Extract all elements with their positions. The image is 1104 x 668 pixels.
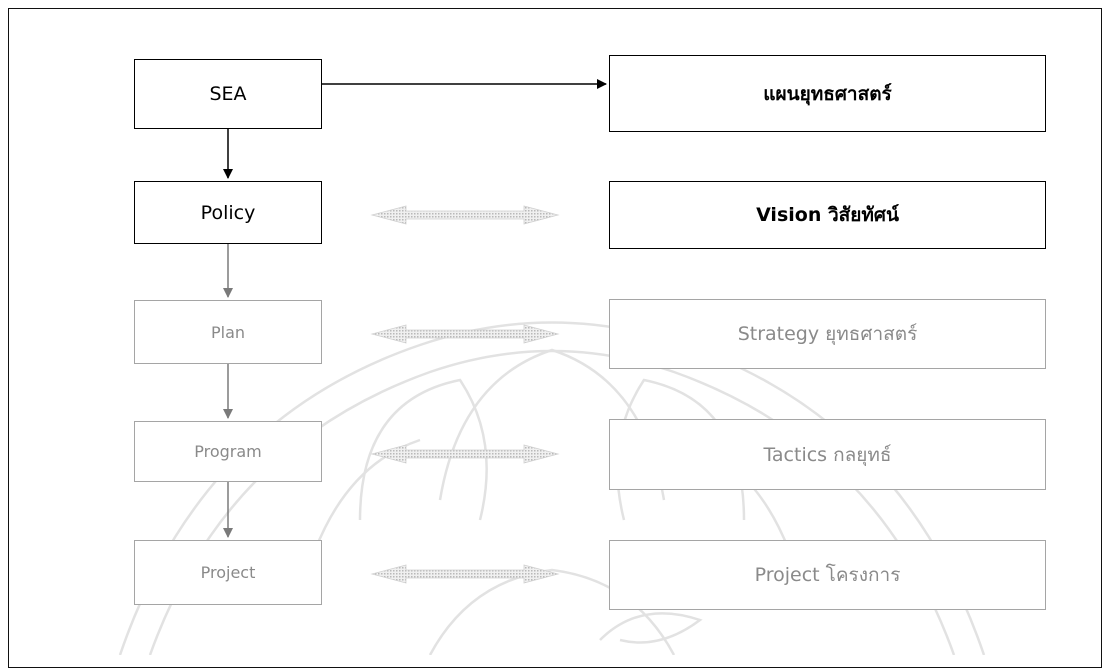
node-sea: SEA: [134, 59, 322, 129]
node-vision: Vision วิสัยทัศน์: [609, 181, 1046, 249]
node-project-right: Project โครงการ: [609, 540, 1046, 610]
double-arrow-project-project: [370, 564, 560, 584]
node-strategic-plan: แผนยุทธศาสตร์: [609, 55, 1046, 132]
node-policy: Policy: [134, 181, 322, 244]
node-program: Program: [134, 421, 322, 482]
double-arrow-policy-vision: [370, 205, 560, 225]
double-arrow-program-tactics: [370, 444, 560, 464]
double-arrow-plan-strategy: [370, 324, 560, 344]
node-tactics: Tactics กลยุทธ์: [609, 419, 1046, 490]
node-project-left: Project: [134, 540, 322, 605]
node-strategy: Strategy ยุทธศาสตร์: [609, 299, 1046, 369]
node-plan: Plan: [134, 300, 322, 364]
